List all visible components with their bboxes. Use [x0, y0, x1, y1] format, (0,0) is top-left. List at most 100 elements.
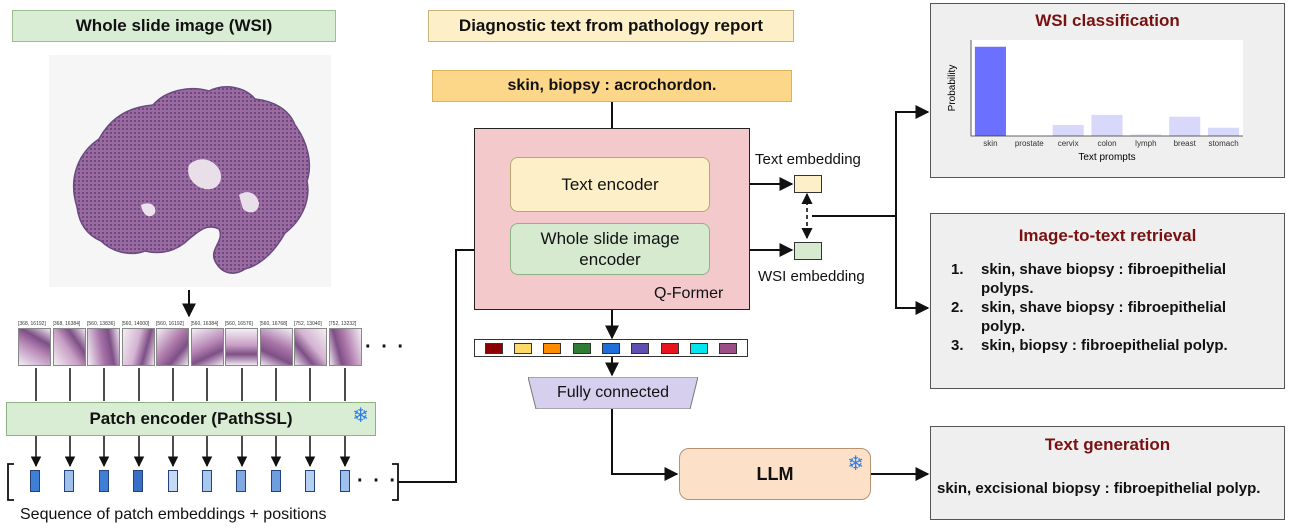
patch-encoder: Patch encoder (PathSSL) ❄	[6, 402, 376, 436]
query-token-row	[474, 339, 748, 357]
patch-thumbnail: [560, 16576]	[225, 320, 258, 368]
text-embedding-token	[794, 175, 822, 193]
patch-to-encoder-lines	[35, 368, 346, 401]
patch-thumbnail: [560, 16192]	[156, 320, 189, 368]
patch-coordinate: [752, 13232]	[328, 321, 357, 327]
query-token	[543, 342, 562, 354]
patch-coordinate: [560, 16192]	[156, 321, 184, 327]
chart-axes	[970, 40, 1243, 137]
wsi-encoder-line2: encoder	[579, 250, 641, 269]
patch-thumbnail: [752, 13040]	[294, 320, 327, 368]
wsi-embedding-label: WSI embedding	[758, 268, 865, 285]
left-bracket	[7, 463, 14, 501]
patch-embedding-token	[64, 470, 75, 492]
encoder-to-embedding-arrows	[30, 436, 351, 468]
x-tick-label: skin	[983, 139, 997, 148]
patch-thumbnail: [560, 14000]	[121, 320, 155, 368]
x-axis-label: Text prompts	[1078, 152, 1135, 163]
patch-thumbnail: [560, 16384]	[190, 320, 224, 368]
query-token	[513, 342, 532, 354]
patch-thumbnail: [560, 13836]	[87, 320, 120, 368]
query-token	[601, 342, 620, 354]
patch-coordinate: [560, 16576]	[225, 321, 253, 327]
retrieval-text: skin, biopsy : fibroepithelial polyp.	[981, 337, 1228, 354]
fully-connected-layer: Fully connected	[528, 377, 698, 409]
retrieval-panel: Image-to-text retrieval 1. skin, shave bi…	[930, 213, 1285, 389]
patch-thumbnail: [560, 16768]	[259, 320, 293, 368]
embedding-ellipsis: · · ·	[357, 470, 399, 492]
patch-coordinate: [560, 14000]	[121, 321, 150, 327]
qformer-block	[474, 128, 750, 310]
patch-embedding-token	[202, 470, 212, 492]
right-bracket	[392, 463, 399, 501]
patch-image	[121, 328, 155, 366]
patch-coordinate: [368, 16192]	[18, 321, 46, 327]
patch-embedding-token	[133, 470, 144, 492]
patch-image	[52, 328, 86, 366]
x-tick-label: breast	[1174, 139, 1197, 148]
classification-title: WSI classification	[1035, 11, 1180, 30]
retrieval-text: skin, shave biopsy : fibroepithelial pol…	[981, 261, 1227, 297]
retrieval-rank: 2.	[951, 299, 964, 316]
retrieval-rank: 3.	[951, 337, 964, 354]
wsi-header: Whole slide image (WSI)	[12, 10, 336, 42]
patch-embedding-token	[236, 470, 247, 492]
patch-coordinate: [752, 13040]	[294, 321, 322, 327]
arrow-to-classification	[895, 105, 930, 216]
generation-title: Text generation	[1044, 435, 1171, 454]
sequence-caption: Sequence of patch embeddings + positions	[20, 506, 327, 523]
frozen-snowflake-icon: ❄	[352, 405, 369, 427]
bar	[1091, 114, 1123, 136]
patch-embedding-row	[14, 470, 374, 494]
retrieval-text: skin, shave biopsy : fibroepithelial pol…	[981, 299, 1227, 335]
patch-image	[18, 328, 51, 366]
retrieval-rank: 1.	[951, 261, 964, 278]
retrieval-title: Image-to-text retrieval	[1018, 226, 1197, 245]
patch-thumbnail: [368, 16384]	[52, 320, 86, 368]
query-token	[660, 342, 679, 354]
x-tick-label: stomach	[1208, 139, 1238, 148]
arrow-to-retrieval	[895, 216, 930, 315]
query-token	[631, 342, 650, 354]
generated-text: skin, excisional biopsy : fibroepithelia…	[937, 480, 1261, 497]
patch-embedding-token	[98, 470, 109, 492]
bar	[1169, 116, 1201, 136]
x-tick-label: colon	[1097, 139, 1116, 148]
bar	[1208, 127, 1240, 136]
query-token	[689, 342, 708, 354]
patch-thumbnail: [368, 16192]	[18, 320, 51, 368]
wsi-encoder: Whole slide image encoder	[510, 223, 710, 275]
generation-panel: Text generation skin, excisional biopsy …	[930, 426, 1285, 520]
patch-image	[190, 328, 224, 366]
llm-frozen-snowflake-icon: ❄	[847, 453, 864, 475]
patch-image	[225, 328, 258, 366]
patch-embedding-token	[167, 470, 178, 492]
x-tick-label: prostate	[1015, 139, 1044, 148]
patch-coordinate: [560, 16384]	[190, 321, 219, 327]
bar	[1130, 134, 1162, 136]
bar	[974, 46, 1006, 136]
patch-image	[294, 328, 327, 366]
patch-embedding-token	[270, 470, 281, 492]
fc-label: Fully connected	[556, 384, 670, 401]
patch-image	[328, 328, 362, 366]
patch-coordinate: [560, 16768]	[259, 321, 288, 327]
diagnostic-header: Diagnostic text from pathology report	[428, 10, 794, 42]
patch-ellipsis: · · ·	[365, 336, 407, 358]
wsi-image	[49, 55, 331, 287]
arrow-fc-to-llm	[611, 409, 679, 481]
y-axis-label: Probability	[947, 65, 958, 112]
wsi-encoder-line1: Whole slide image	[540, 229, 680, 248]
query-token	[572, 342, 591, 354]
text-embedding-label: Text embedding	[755, 151, 861, 168]
patch-coordinate: [560, 13836]	[87, 321, 115, 327]
llm-label: LLM	[756, 463, 794, 484]
text-encoder: Text encoder	[510, 157, 710, 212]
patch-image	[87, 328, 120, 366]
query-token	[719, 342, 738, 354]
patch-embedding-token	[305, 470, 316, 492]
patch-embedding-token	[30, 470, 40, 492]
patch-embedding-token	[339, 470, 350, 492]
